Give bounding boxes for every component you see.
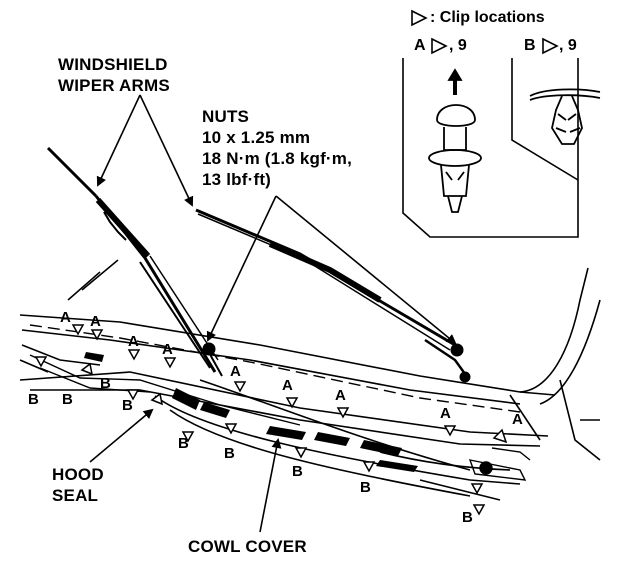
leader-lines bbox=[89, 94, 457, 533]
marker-b: B bbox=[28, 391, 39, 408]
marker-b: B bbox=[360, 479, 371, 496]
clip-locations-legend: : Clip locations bbox=[430, 9, 545, 26]
marker-b: B bbox=[462, 509, 473, 526]
marker-b: B bbox=[62, 391, 73, 408]
clip-inset bbox=[402, 58, 579, 238]
marker-a: A bbox=[162, 341, 173, 358]
hood-outline bbox=[19, 267, 601, 501]
marker-a: A bbox=[128, 333, 139, 350]
left-wiper-arm bbox=[46, 146, 223, 377]
nuts-line-4: 13 lbf·ft) bbox=[202, 170, 272, 189]
wiper-arms-label: WINDSHIELD WIPER ARMS bbox=[58, 54, 170, 96]
marker-b: B bbox=[100, 375, 111, 392]
cowl-cover-label: COWL COVER bbox=[188, 537, 307, 556]
hood-seal-line-1: HOOD bbox=[52, 465, 104, 484]
clip-a-drawing bbox=[428, 68, 482, 213]
clip-a-count: , 9 bbox=[449, 37, 467, 54]
marker-a: A bbox=[440, 405, 451, 422]
clip-b-count: , 9 bbox=[559, 37, 577, 54]
cowl-vents bbox=[84, 352, 418, 472]
clip-b-label: B bbox=[524, 37, 536, 54]
clip-a-label: A bbox=[414, 37, 426, 54]
hood-seal-label: HOOD SEAL bbox=[52, 464, 104, 506]
legend-triangles bbox=[411, 9, 559, 55]
marker-a: A bbox=[512, 411, 523, 428]
clip-legend-triangle-icon bbox=[411, 9, 428, 27]
marker-a: A bbox=[90, 313, 101, 330]
nuts-line-2: 10 x 1.25 mm bbox=[202, 128, 311, 147]
nuts-line-3: 18 N·m (1.8 kgf·m, bbox=[202, 149, 353, 168]
marker-a: A bbox=[282, 377, 293, 394]
marker-b: B bbox=[122, 397, 133, 414]
marker-b: B bbox=[178, 435, 189, 452]
clip-b-drawing bbox=[529, 88, 601, 145]
clip-a-triangle-icon bbox=[431, 37, 448, 55]
clip-locations-text: Clip locations bbox=[439, 9, 545, 26]
clip-dashed-line bbox=[29, 324, 521, 413]
marker-a: A bbox=[335, 387, 346, 404]
clip-b-triangle-icon bbox=[542, 37, 559, 55]
marker-a: A bbox=[230, 363, 241, 380]
hood-seal-line-2: SEAL bbox=[52, 486, 99, 505]
wiper-arms-line-2: WIPER ARMS bbox=[58, 76, 170, 95]
nuts-label: NUTS 10 x 1.25 mm 18 N·m (1.8 kgf·m, 13 … bbox=[202, 106, 352, 190]
clip-markers bbox=[34, 324, 508, 516]
marker-b: B bbox=[224, 445, 235, 462]
marker-b: B bbox=[292, 463, 303, 480]
cowl-right-detail bbox=[468, 447, 531, 481]
marker-a: A bbox=[60, 309, 71, 326]
nuts-line-1: NUTS bbox=[202, 107, 250, 126]
wiper-arms-line-1: WINDSHIELD bbox=[58, 55, 168, 74]
right-wiper-arm bbox=[195, 208, 471, 383]
